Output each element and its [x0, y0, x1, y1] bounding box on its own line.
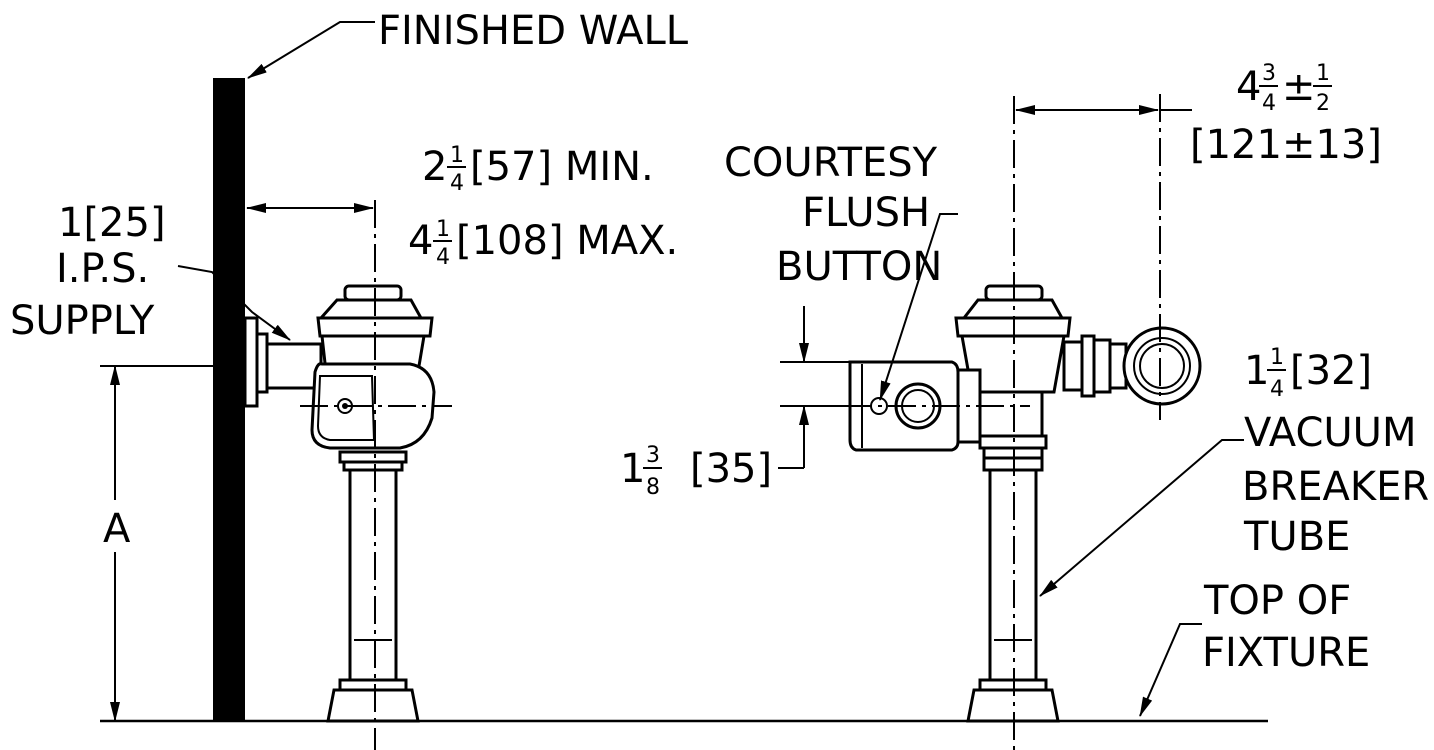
svg-text:1: 1: [620, 446, 645, 492]
courtesy-label-2: FLUSH: [802, 190, 930, 236]
svg-text:4: 4: [1262, 91, 1276, 116]
svg-text:4: 4: [436, 245, 450, 270]
svg-text:[32]: [32]: [1290, 348, 1372, 394]
supply-word-label: SUPPLY: [10, 298, 155, 344]
svg-text:4: 4: [1270, 377, 1284, 402]
svg-text:8: 8: [646, 475, 660, 500]
finished-wall-label: FINISHED WALL: [378, 8, 689, 54]
svg-text:4: 4: [450, 171, 464, 196]
courtesy-label-1: COURTESY: [724, 140, 938, 186]
supply-size-label: 1[25]: [58, 200, 166, 246]
svg-text:1: 1: [450, 143, 464, 168]
svg-text:1: 1: [1316, 61, 1330, 86]
svg-text:1: 1: [1270, 345, 1284, 370]
svg-text:1: 1: [1244, 348, 1269, 394]
max-offset-label: 4 1 4 [108] MAX.: [408, 217, 678, 270]
finished-wall: [213, 78, 245, 721]
min-offset-label: 2 1 4 [57] MIN.: [422, 143, 654, 196]
finished-wall-leader: [247, 21, 375, 79]
vacuum-breaker-label-2: BREAKER: [1242, 464, 1429, 510]
svg-text:2: 2: [422, 144, 447, 190]
fixture-leader: [1139, 623, 1202, 717]
courtesy-label-3: BUTTON: [776, 244, 942, 290]
courtesy-button-leader: [879, 213, 958, 401]
side-view-flushometer: [243, 284, 436, 723]
vacuum-breaker-size-label: 1 1 4 [32]: [1244, 345, 1372, 402]
svg-text:2: 2: [1316, 91, 1330, 116]
button-dim-label: 1 3 8 [35]: [620, 443, 772, 500]
svg-text:1: 1: [436, 217, 450, 242]
top-offset-label: 4 3 4 ± 1 2: [1236, 61, 1332, 116]
fixture-label-2: FIXTURE: [1202, 630, 1370, 676]
vacuum-breaker-label-1: VACUUM: [1244, 410, 1416, 456]
svg-text:[108] MAX.: [108] MAX.: [456, 218, 678, 264]
svg-text:4: 4: [1236, 64, 1261, 110]
svg-text:3: 3: [646, 443, 660, 468]
vacuum-breaker-leader: [1039, 439, 1244, 597]
svg-text:3: 3: [1262, 61, 1276, 86]
supply-ips-label: I.P.S.: [56, 246, 149, 292]
vacuum-breaker-label-3: TUBE: [1243, 514, 1350, 560]
dim-a-label: A: [103, 506, 131, 552]
top-offset-metric: [121±13]: [1190, 122, 1382, 168]
front-view-flushometer: [848, 284, 1202, 723]
svg-text:±: ±: [1282, 64, 1316, 110]
svg-text:[57] MIN.: [57] MIN.: [470, 144, 654, 190]
supply-leader: [177, 265, 291, 341]
svg-text:[35]: [35]: [690, 446, 772, 492]
fixture-label-1: TOP OF: [1203, 578, 1351, 624]
svg-text:4: 4: [408, 218, 433, 264]
